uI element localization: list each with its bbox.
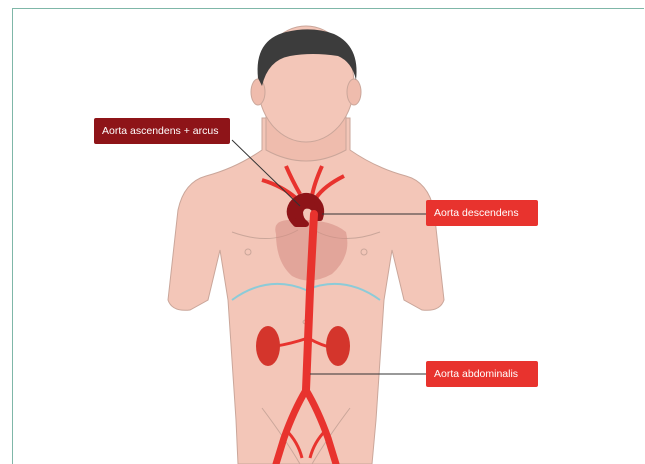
left-kidney [256, 326, 280, 366]
label-aorta-abdominalis: Aorta abdominalis [426, 361, 538, 387]
label-text-abdominal: Aorta abdominalis [434, 369, 518, 380]
label-text-ascending: Aorta ascendens + arcus [102, 126, 218, 137]
left-ear [251, 79, 265, 105]
label-aorta-descendens: Aorta descendens [426, 200, 538, 226]
label-aorta-ascendens-arcus: Aorta ascendens + arcus [94, 118, 230, 144]
right-ear [347, 79, 361, 105]
label-text-descending: Aorta descendens [434, 208, 519, 219]
right-kidney [326, 326, 350, 366]
